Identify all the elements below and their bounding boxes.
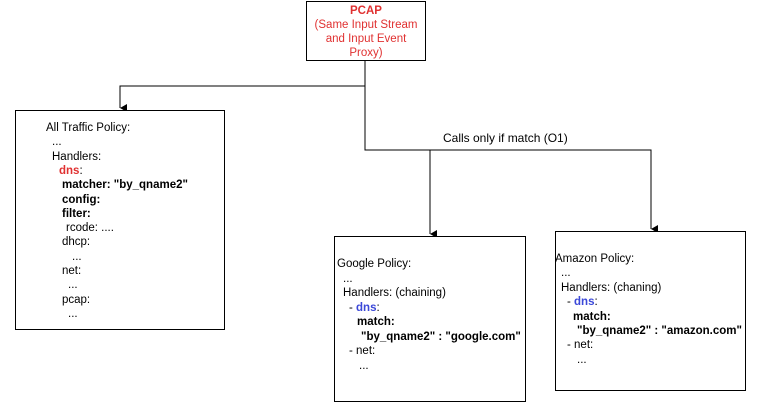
line-text: dhcp:	[62, 236, 91, 249]
pcap-subtitle-line: and Input Event	[325, 33, 407, 45]
line-prefix: -	[349, 301, 357, 314]
policy-text-line: ...	[561, 266, 571, 280]
line-text: ...	[343, 272, 353, 285]
line-text: ...	[359, 359, 369, 372]
policy-text-line: ...	[343, 272, 353, 286]
policy-text-line: match:	[357, 315, 395, 329]
policy-text-line: rcode: ....	[66, 221, 114, 235]
line-text: ...	[68, 307, 78, 320]
line-text: dns	[574, 296, 595, 309]
pcap-title: PCAP	[350, 5, 382, 17]
policy-text-line: ...	[68, 278, 78, 292]
line-text: dns	[356, 301, 377, 314]
policy-text-line: "by_qname2" : "amazon.com"	[577, 324, 742, 338]
line-prefix: -	[567, 296, 575, 309]
line-text: net:	[62, 265, 82, 277]
edge-label-calls-only-if-match: Calls only if match (O1)	[443, 131, 568, 145]
policy-text-line: - net:	[567, 338, 593, 352]
line-text: rcode: ....	[66, 222, 114, 235]
line-suffix: :	[594, 296, 598, 309]
line-text: Handlers: (chaning)	[561, 281, 662, 294]
pcap-subtitle-line: (Same Input Stream	[314, 19, 418, 31]
line-text: ...	[577, 353, 587, 366]
policy-text-line: Handlers: (chaining)	[343, 286, 446, 300]
line-text: config:	[62, 193, 101, 206]
pcap-subtitle-line: Proxy)	[349, 47, 383, 59]
policy-text-line: ...	[577, 353, 587, 367]
line-text: match:	[573, 310, 611, 323]
line-text: matcher: "by_qname2"	[62, 179, 188, 192]
line-text: Google Policy:	[337, 258, 412, 270]
line-text: match:	[357, 316, 395, 328]
policy-text-line: - dns:	[567, 295, 598, 309]
line-suffix: :	[79, 164, 83, 177]
pcap-node: PCAP (Same Input Stream and Input Event …	[306, 1, 426, 61]
google-policy-node: Google Policy:... Handlers: (chaining) - d…	[334, 236, 526, 402]
policy-text-line: All Traffic Policy:	[46, 121, 130, 135]
edge-pcap-to-split	[364, 61, 658, 233]
policy-text-line: match:	[573, 310, 611, 324]
policy-text-line: pcap:	[62, 293, 90, 307]
policy-text-line: filter:	[62, 207, 91, 221]
policy-text-line: config:	[62, 193, 100, 207]
policy-text-line: Handlers: (chaning)	[561, 281, 661, 295]
line-text: "by_qname2" : "google.com"	[361, 330, 521, 343]
policy-text-line: dhcp:	[62, 235, 90, 249]
amazon-policy-node: Amazon Policy:...Handlers: (chaning)- dn…	[555, 231, 746, 391]
policy-text-line: ...	[68, 307, 78, 321]
policy-text-line: matcher: "by_qname2"	[62, 178, 188, 192]
policy-text-line: ...	[52, 135, 62, 149]
policy-text-line: Amazon Policy:	[555, 252, 634, 266]
line-text: ...	[561, 267, 571, 280]
line-text: Amazon Policy:	[555, 253, 635, 265]
line-text: ...	[52, 136, 62, 149]
policy-text-line: Handlers:	[52, 150, 101, 164]
line-text: filter:	[62, 207, 91, 220]
policy-text-line: ...	[359, 359, 369, 373]
line-text: ...	[68, 279, 78, 292]
policy-text-line: dns:	[59, 164, 83, 178]
policy-text-line: "by_qname2" : "google.com"	[361, 330, 521, 344]
edge-pcap-to-all-traffic	[119, 61, 366, 112]
all-traffic-policy-node: All Traffic Policy:...Handlers:dns:match…	[15, 110, 225, 330]
line-text: Handlers:	[52, 150, 102, 163]
policy-text-line: net:	[62, 264, 81, 278]
policy-text-line: Google Policy:	[337, 257, 411, 271]
line-text: ...	[72, 250, 82, 263]
line-text: All Traffic Policy:	[46, 122, 131, 134]
line-text: - net:	[349, 345, 376, 357]
line-text: pcap:	[62, 293, 91, 306]
line-text: "by_qname2" : "amazon.com"	[577, 325, 742, 337]
line-text: - net:	[567, 339, 594, 352]
line-suffix: :	[376, 301, 380, 314]
policy-text-line: - dns:	[349, 301, 380, 315]
line-text: dns	[59, 164, 80, 177]
policy-text-line: - net:	[349, 344, 375, 358]
policy-text-line: ...	[72, 250, 82, 264]
line-text: Handlers: (chaining)	[343, 287, 446, 299]
